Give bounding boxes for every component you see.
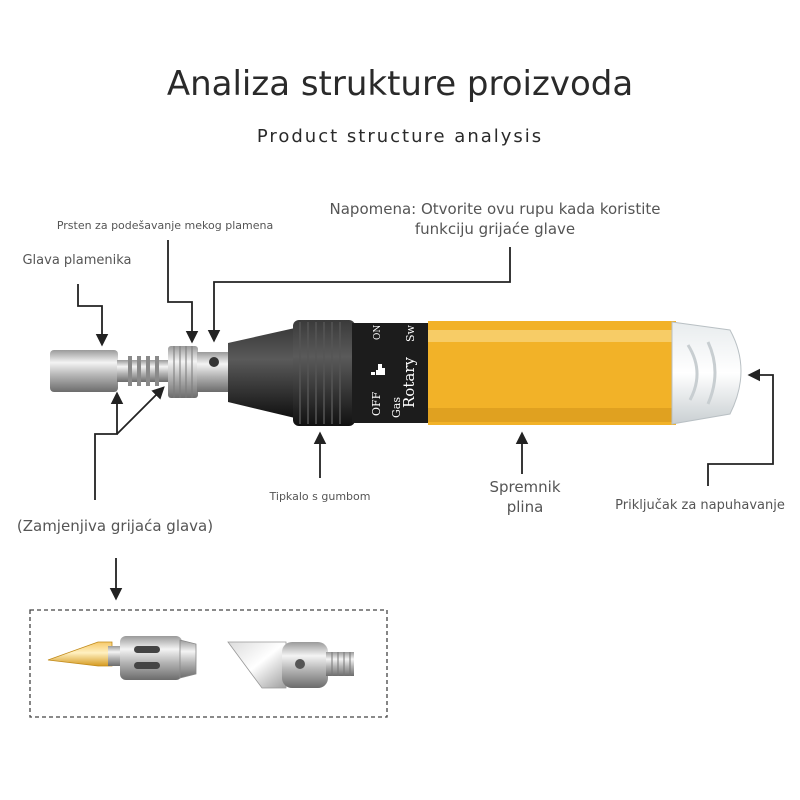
arrow-icon (77, 240, 774, 601)
blade-accessory (227, 641, 354, 689)
clear-end-cap (671, 321, 742, 425)
label-note: Napomena: Otvorite ovu rupu kada koristi… (329, 200, 661, 238)
heat-coil (117, 356, 169, 386)
black-cone (228, 328, 295, 418)
signal-bars-icon (371, 364, 385, 375)
page-subtitle: Product structure analysis (256, 126, 544, 147)
pen-label-rotary: Rotary (400, 357, 418, 408)
pen-label-sw: Sw (404, 324, 417, 342)
label-gas-tank: Spremnik plina (489, 478, 561, 516)
air-hole (209, 357, 219, 367)
torch-pen: Rotary OFF Gas Sw ON (50, 320, 742, 426)
pen-label-gas: Gas (390, 397, 403, 418)
adjust-ring (168, 346, 198, 398)
label-replaceable-tip: (Zamjenjiva grijaća glava) (16, 517, 214, 535)
pen-label-off: OFF (370, 391, 383, 416)
label-band (352, 323, 432, 423)
label-inflate-port: Priključak za napuhavanje (615, 498, 785, 513)
label-burner-head: Glava plamenika (22, 253, 132, 268)
accessories-box (29, 609, 388, 718)
heating-tip-accessory (47, 636, 197, 680)
page-title: Analiza strukture proizvoda (166, 64, 634, 104)
label-button: Tipkalo s gumbom (269, 490, 371, 503)
burner-nozzle (50, 350, 118, 392)
label-adjust-ring: Prsten za podešavanje mekog plamena (56, 219, 274, 232)
pen-label-on: ON (373, 325, 383, 340)
